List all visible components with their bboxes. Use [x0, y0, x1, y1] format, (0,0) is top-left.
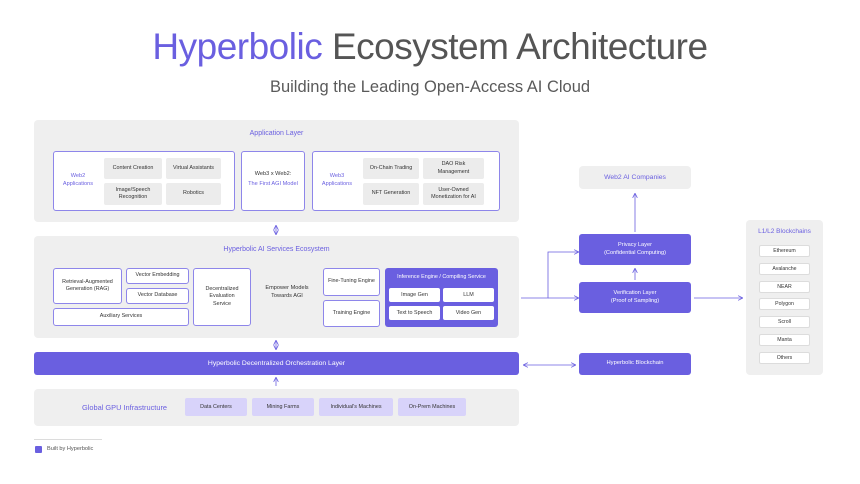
gpu-onprem-machines: On-Prem Machines [398, 398, 466, 416]
blockchain-item: Ethereum [759, 245, 810, 257]
title-rest: Ecosystem Architecture [322, 26, 708, 67]
orchestration-layer: Hyperbolic Decentralized Orchestration L… [34, 352, 519, 375]
arrow-services-right [521, 252, 578, 299]
title-accent: Hyperbolic [152, 26, 323, 67]
inference-tts: Text to Speech [389, 306, 440, 320]
app-dao-risk: DAO Risk Management [423, 158, 484, 179]
inference-image-gen: Image Gen [389, 288, 440, 302]
blockchain-item: Manta [759, 334, 810, 346]
application-layer-title: Application Layer [249, 130, 304, 137]
inference-video-gen: Video Gen [443, 306, 494, 320]
app-onchain-trading: On-Chain Trading [363, 158, 419, 179]
web2-applications-label: Web2 Applications [62, 173, 94, 187]
legend-label: Built by Hyperbolic [47, 446, 94, 452]
vector-database-box: Vector Database [126, 288, 189, 304]
rag-box: Retrieval-Augmented Generation (RAG) [53, 268, 122, 304]
web2-ai-companies: Web2 AI Companies [579, 166, 691, 189]
web3-web2-line2: The First AGI Model [248, 181, 298, 187]
privacy-layer: Privacy Layer (Confidential Computing) [579, 234, 691, 265]
inference-title: Inference Engine / Compiling Service [397, 274, 486, 280]
blockchain-item: Scroll [759, 316, 810, 329]
auxiliary-services-box: Auxiliary Services [53, 308, 189, 326]
gpu-mining-farms: Mining Farms [252, 398, 314, 416]
services-title: Hyperbolic AI Services Ecosystem [223, 246, 330, 253]
blockchains-title: L1/L2 Blockchains [758, 228, 811, 235]
gpu-data-centers: Data Centers [185, 398, 247, 416]
app-virtual-assistants: Virtual Assistants [166, 158, 221, 179]
app-user-owned: User-Owned Monetization for AI [423, 183, 484, 205]
blockchain-item: Avalanche [759, 262, 810, 275]
inference-llm: LLM [443, 288, 494, 302]
empower-label: Empower Models Towards AGI [265, 285, 309, 300]
page-title: Hyperbolic Ecosystem Architecture [0, 26, 860, 68]
legend-divider [34, 439, 102, 440]
blockchain-item: Others [759, 351, 810, 364]
app-robotics: Robotics [166, 183, 221, 205]
blockchain-item: Polygon [759, 298, 810, 311]
app-nft-generation: NFT Generation [363, 183, 419, 205]
gpu-title: Global GPU Infrastructure [82, 403, 168, 412]
decentralized-eval-box: Decentralized Evaluation Service [193, 268, 251, 326]
web3-web2-line1: Web3 x Web2: [254, 171, 292, 177]
gpu-individual-machines: Individual's Machines [319, 398, 393, 416]
page-subtitle: Building the Leading Open-Access AI Clou… [269, 78, 591, 96]
training-engine-box: Training Engine [323, 300, 380, 327]
web3-applications-label: Web3 Applications [321, 173, 353, 187]
blockchain-item: NEAR [759, 280, 810, 293]
fine-tuning-box: Fine-Tuning Engine [323, 268, 380, 296]
web3-web2-box [241, 151, 305, 211]
hyperbolic-blockchain: Hyperbolic Blockchain [579, 353, 691, 375]
app-content-creation: Content Creation [104, 158, 162, 179]
app-image-speech: Image/Speech Recognition [104, 183, 162, 205]
verification-layer: Verification Layer (Proof of Sampling) [579, 282, 691, 313]
vector-embedding-box: Vector Embedding [126, 268, 189, 284]
legend-swatch [35, 446, 42, 453]
